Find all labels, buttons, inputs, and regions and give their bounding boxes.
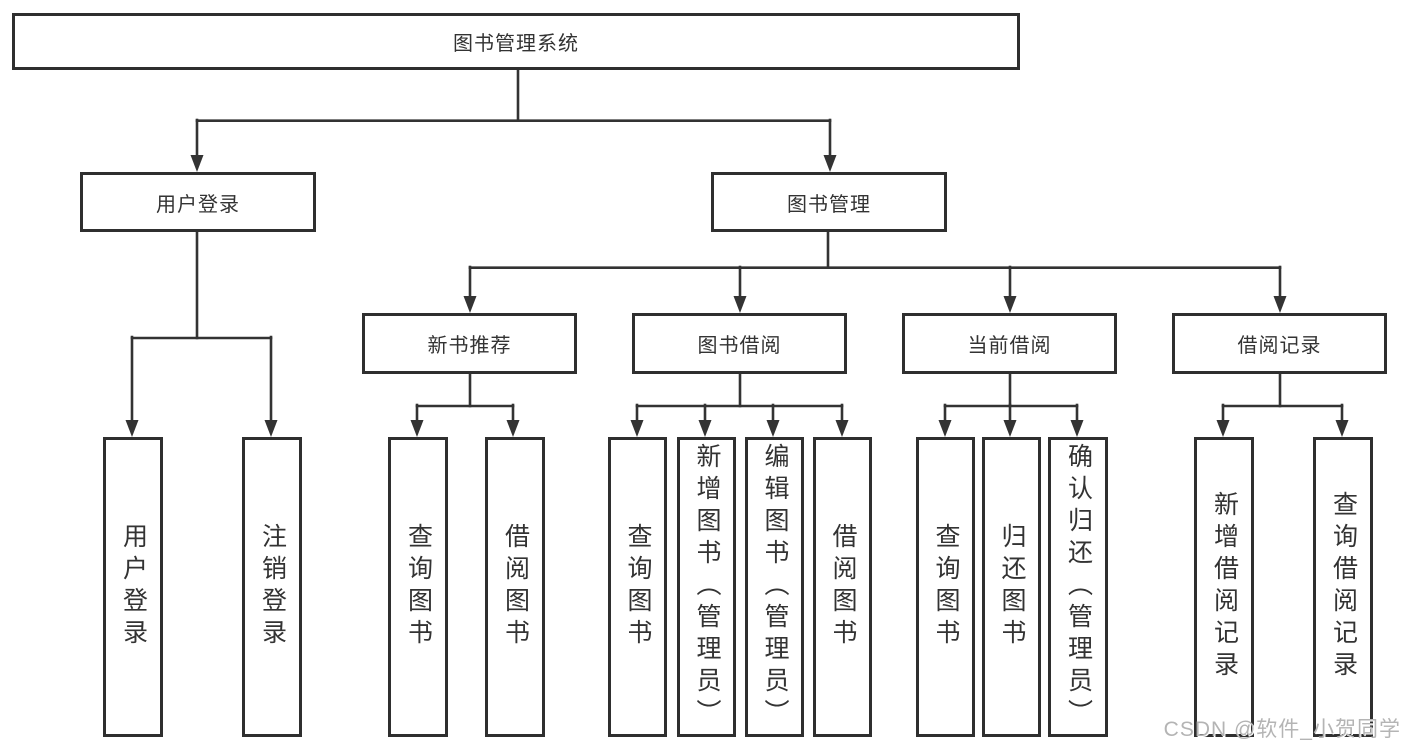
arrowhead [1216,420,1230,437]
arrowhead [938,420,952,437]
leaf-cb-return-book-label: 归还图书 [998,523,1026,651]
arrowhead [733,296,747,313]
node-current-borrow: 当前借阅 [902,313,1117,374]
leaf-bb-edit-book-label: 编辑图书（管理员） [761,443,789,731]
leaf-br-query-record-label: 查询借阅记录 [1329,491,1358,683]
leaf-nbr-query-book: 查询图书 [388,437,448,737]
arrowhead [630,420,644,437]
node-book-borrow-label: 图书借阅 [697,335,782,357]
arrowhead [1273,296,1287,313]
edges-new-book-rec-children [410,372,520,437]
leaf-bb-query-book: 查询图书 [608,437,667,737]
edges-book-mgmt-children [463,230,1287,313]
edges-current-borrow-children [938,372,1084,437]
node-book-borrow: 图书借阅 [632,313,847,374]
arrowhead [125,420,139,437]
arrowhead [506,420,520,437]
arrowhead [823,155,837,172]
leaf-logout-label: 注销登录 [258,523,287,651]
arrowhead [463,296,477,313]
arrowhead [1003,420,1017,437]
arrowhead [264,420,278,437]
leaf-bb-edit-book: 编辑图书（管理员） [745,437,804,737]
leaf-cb-confirm-return: 确认归还（管理员） [1048,437,1108,737]
node-user-login: 用户登录 [80,172,316,232]
node-borrow-records-label: 借阅记录 [1237,335,1322,357]
arrowhead [1003,296,1017,313]
arrowhead [698,420,712,437]
arrowhead [1070,420,1084,437]
leaf-br-add-record: 新增借阅记录 [1194,437,1254,737]
leaf-logout: 注销登录 [242,437,302,737]
arrowhead [766,420,780,437]
leaf-cb-confirm-return-label: 确认归还（管理员） [1064,443,1093,731]
node-user-login-label: 用户登录 [156,193,240,216]
leaf-bb-borrow-book-label: 借阅图书 [829,523,857,651]
edges-borrow-records-children [1216,372,1349,437]
leaf-user-login-label: 用户登录 [119,523,148,651]
arrowhead [410,420,424,437]
edges-user-login-children [125,230,278,437]
leaf-cb-return-book: 归还图书 [982,437,1041,737]
edges-root-split [190,68,837,172]
leaf-nbr-borrow-book: 借阅图书 [485,437,545,737]
leaf-bb-query-book-label: 查询图书 [624,523,652,651]
arrowhead [190,155,204,172]
arrowhead [1335,420,1349,437]
node-root-system: 图书管理系统 [12,13,1020,70]
leaf-cb-query-book: 查询图书 [916,437,975,737]
arrowhead [835,420,849,437]
leaf-br-add-record-label: 新增借阅记录 [1210,491,1239,683]
leaf-user-login: 用户登录 [103,437,163,737]
node-book-mgmt-label: 图书管理 [787,193,871,216]
leaf-nbr-borrow-book-label: 借阅图书 [501,523,530,651]
leaf-bb-add-book-label: 新增图书（管理员） [693,443,721,731]
node-new-book-rec: 新书推荐 [362,313,577,374]
edges-book-borrow-children [630,372,849,437]
leaf-br-query-record: 查询借阅记录 [1313,437,1373,737]
leaf-bb-add-book: 新增图书（管理员） [677,437,736,737]
leaf-cb-query-book-label: 查询图书 [932,523,960,651]
leaf-bb-borrow-book: 借阅图书 [813,437,872,737]
node-root-label: 图书管理系统 [453,33,579,55]
node-current-borrow-label: 当前借阅 [967,335,1052,357]
csdn-watermark: CSDN @软件_小贺同学 [1163,718,1401,741]
node-new-book-rec-label: 新书推荐 [427,335,512,357]
node-book-mgmt: 图书管理 [711,172,947,232]
leaf-nbr-query-book-label: 查询图书 [404,523,433,651]
node-borrow-records: 借阅记录 [1172,313,1387,374]
